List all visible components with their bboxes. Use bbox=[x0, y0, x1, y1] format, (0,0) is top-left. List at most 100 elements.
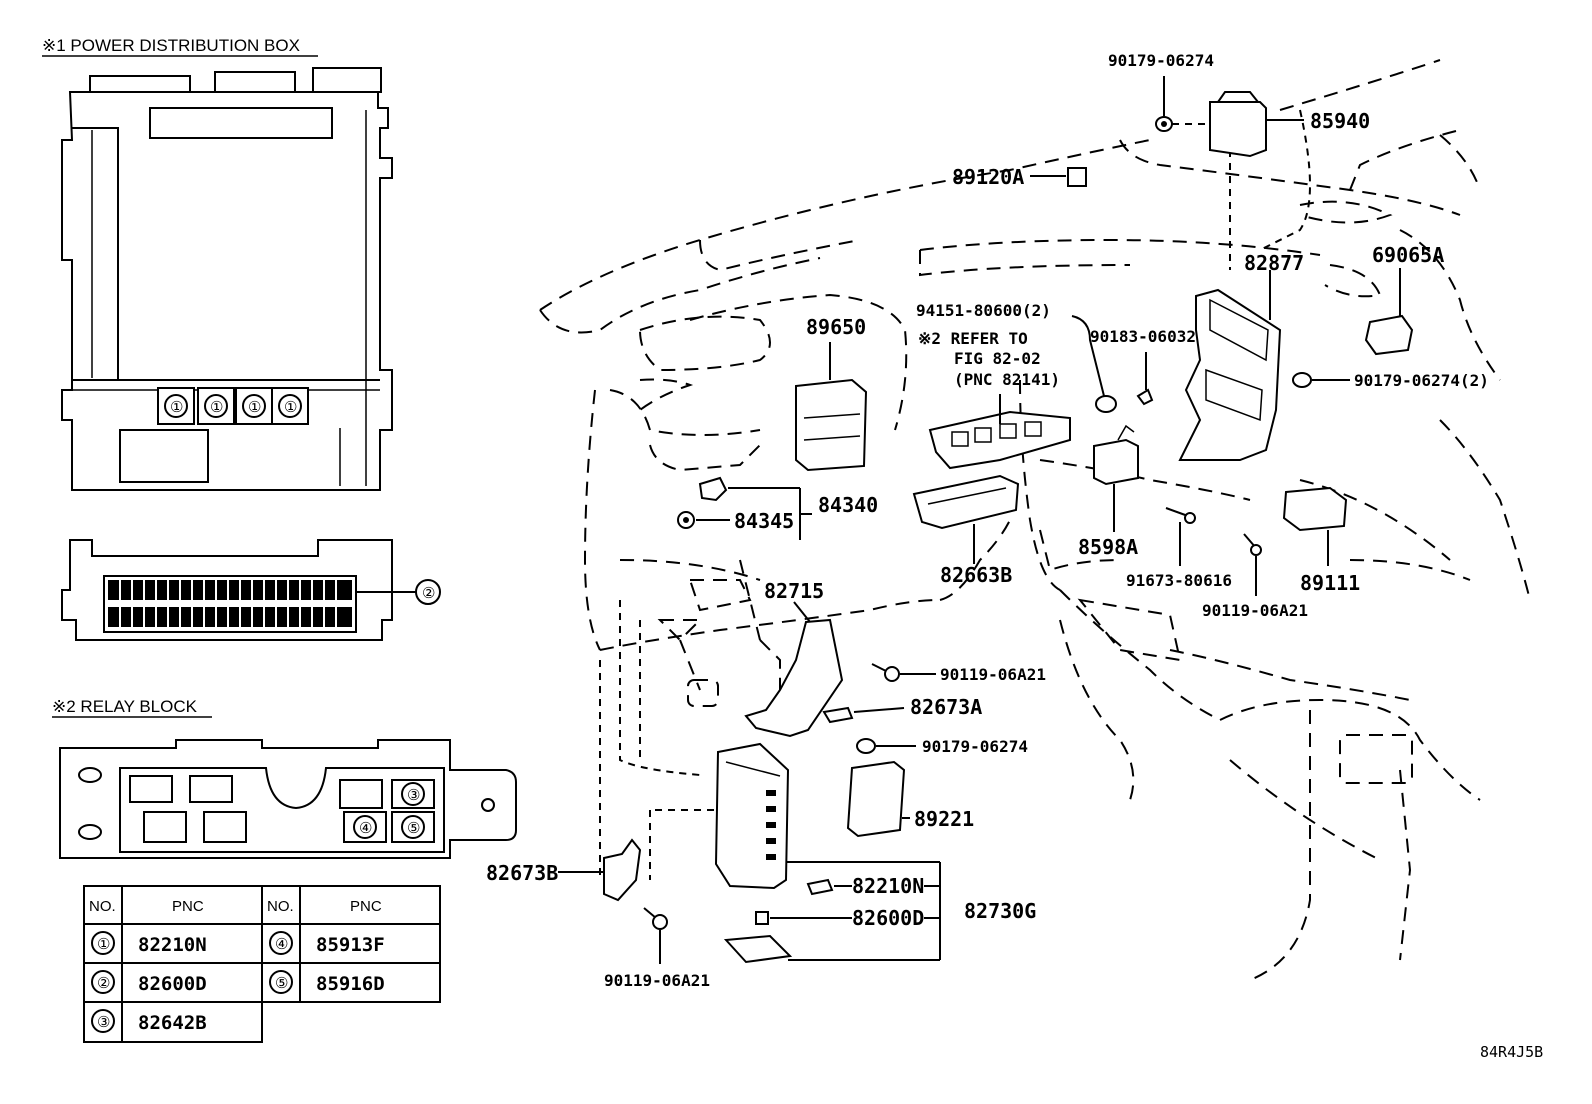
fuse-callout-1: ① bbox=[164, 394, 188, 418]
cover-82730G bbox=[723, 934, 940, 964]
screw-90119-mid bbox=[871, 663, 936, 682]
part-82877-label: 82877 bbox=[1244, 251, 1304, 275]
fuse-callout-1: ① bbox=[278, 394, 302, 418]
table-header-pnc: PNC bbox=[172, 898, 204, 915]
table-header-pnc: PNC bbox=[350, 898, 382, 915]
svg-text:①: ① bbox=[284, 399, 297, 416]
part-90119-right-label: 90119-06A21 bbox=[1202, 601, 1308, 620]
relay-8598A bbox=[1093, 424, 1139, 532]
part-90179-mid-label: 90179-06274 bbox=[922, 737, 1028, 756]
reference-note-line1: ※2 REFER TO bbox=[918, 329, 1028, 348]
pnc-table bbox=[83, 885, 441, 1043]
relay-callout-3: ③ bbox=[401, 782, 425, 806]
svg-text:⑤: ⑤ bbox=[407, 820, 420, 837]
part-8598A-label: 8598A bbox=[1078, 535, 1138, 559]
svg-text:①: ① bbox=[170, 399, 183, 416]
module-89650 bbox=[795, 342, 868, 472]
part-91673-label: 91673-80616 bbox=[1126, 571, 1232, 590]
screw-84345 bbox=[677, 511, 730, 529]
bracket-82715 bbox=[744, 601, 844, 738]
module-89221 bbox=[846, 760, 910, 838]
table-cell-no: ④ bbox=[275, 936, 288, 953]
screw-90119-right bbox=[1243, 533, 1262, 596]
power-box-title: ※1 POWER DISTRIBUTION BOX bbox=[42, 36, 300, 55]
nut-90179-mid bbox=[856, 738, 916, 754]
reference-note-line3: (PNC 82141) bbox=[954, 370, 1060, 389]
table-row-callout bbox=[91, 970, 115, 994]
part-82673A-label: 82673A bbox=[910, 695, 982, 719]
table-row-callout bbox=[269, 931, 293, 955]
svg-text:③: ③ bbox=[407, 787, 420, 804]
relay-block-title: ※2 RELAY BLOCK bbox=[52, 697, 198, 716]
clip-82673B bbox=[558, 838, 642, 902]
table-cell-no: ⑤ bbox=[275, 975, 288, 992]
part-90179-2-label: 90179-06274(2) bbox=[1354, 371, 1489, 390]
part-82673B-label: 82673B bbox=[486, 861, 558, 885]
part-90179-top-label: 90179-06274 bbox=[1108, 51, 1214, 70]
relay-block bbox=[59, 739, 517, 859]
nut-90179-top bbox=[1155, 76, 1206, 132]
fuse-82600D bbox=[755, 911, 940, 925]
part-90119-bottom-label: 90119-06A21 bbox=[604, 971, 710, 990]
table-row-callout bbox=[91, 931, 115, 955]
svg-text:①: ① bbox=[248, 399, 261, 416]
figure-code: 84R4J5B bbox=[1480, 1043, 1543, 1061]
table-row-callout bbox=[91, 1009, 115, 1033]
part-89221-label: 89221 bbox=[914, 807, 974, 831]
part-69065A-label: 69065A bbox=[1372, 243, 1444, 267]
power-box-side-view bbox=[61, 539, 416, 641]
table-header-no: NO. bbox=[89, 898, 116, 915]
table-cell-pnc: 82210N bbox=[138, 934, 207, 956]
fuse-callout-1: ① bbox=[242, 394, 266, 418]
part-94151-label: 94151-80600(2) bbox=[916, 301, 1051, 320]
part-90183-label: 90183-06032 bbox=[1090, 327, 1196, 346]
svg-text:④: ④ bbox=[359, 820, 372, 837]
clip-90183 bbox=[1136, 352, 1154, 406]
relay-callout-4: ④ bbox=[353, 815, 377, 839]
screw-91673 bbox=[1165, 507, 1196, 566]
part-89650-label: 89650 bbox=[806, 315, 866, 339]
part-82663B-label: 82663B bbox=[940, 563, 1012, 587]
connector-callout-2: ② bbox=[415, 579, 441, 605]
part-84345-label: 84345 bbox=[734, 509, 794, 533]
module-85940 bbox=[1209, 91, 1304, 158]
table-cell-no: ③ bbox=[97, 1014, 110, 1031]
fuse-callout-1: ① bbox=[204, 394, 228, 418]
part-85940-label: 85940 bbox=[1310, 109, 1370, 133]
table-cell-pnc: 85916D bbox=[316, 973, 385, 995]
clip-82673A bbox=[822, 706, 905, 724]
fuse-82210N bbox=[806, 878, 940, 896]
power-distribution-box bbox=[61, 67, 393, 491]
relay-callout-5: ⑤ bbox=[401, 815, 425, 839]
table-row-callout bbox=[269, 970, 293, 994]
sensor-84340 bbox=[698, 476, 812, 540]
table-cell-pnc: 82600D bbox=[138, 973, 207, 995]
part-82715-label: 82715 bbox=[764, 579, 824, 603]
part-82210N-label: 82210N bbox=[852, 874, 924, 898]
switch-69065A bbox=[1364, 268, 1414, 356]
table-header-no: NO. bbox=[267, 898, 294, 915]
part-84340-label: 84340 bbox=[818, 493, 878, 517]
svg-text:②: ② bbox=[422, 585, 435, 602]
table-cell-pnc: 85913F bbox=[316, 934, 385, 956]
svg-text:①: ① bbox=[210, 399, 223, 416]
relay-block-installed bbox=[928, 394, 1071, 470]
reference-note-line2: FIG 82-02 bbox=[954, 349, 1041, 368]
part-89111-label: 89111 bbox=[1300, 571, 1360, 595]
part-82730G-label: 82730G bbox=[964, 899, 1036, 923]
table-cell-no: ② bbox=[97, 975, 110, 992]
screw-90119-bottom bbox=[643, 907, 668, 964]
table-cell-pnc: 82642B bbox=[138, 1012, 207, 1034]
bracket-82877 bbox=[1178, 270, 1282, 461]
part-90119-mid-label: 90119-06A21 bbox=[940, 665, 1046, 684]
clip-89120A bbox=[1030, 167, 1087, 187]
module-89111 bbox=[1282, 486, 1348, 566]
table-cell-no: ① bbox=[97, 936, 110, 953]
panel-82663B bbox=[912, 474, 1020, 564]
junction-block-82730G bbox=[714, 742, 941, 960]
nut-94151 bbox=[1071, 315, 1117, 413]
part-89120A-label: 89120A bbox=[952, 165, 1024, 189]
nut-90179-right bbox=[1292, 372, 1350, 388]
